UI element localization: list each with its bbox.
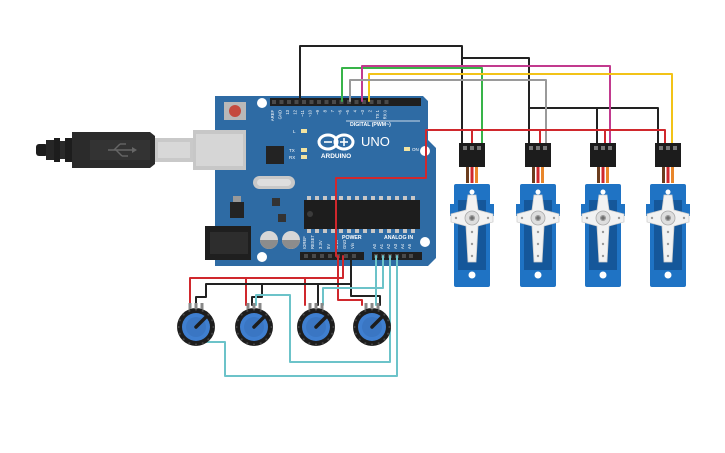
regulator [230, 202, 244, 218]
wire-signal-servo3 [361, 65, 611, 154]
digital-label: DIGITAL (PWM~) [350, 122, 391, 128]
pin-label: AREF [270, 110, 275, 122]
led-on [404, 147, 410, 151]
pin-label: TX 1 [375, 109, 380, 119]
pin-label: IOREF [302, 236, 307, 249]
pin-label: A3 [393, 243, 398, 249]
wires [189, 45, 673, 377]
wire-pot-5v [189, 255, 344, 306]
wire-gnd-servo4 [596, 107, 659, 154]
servo-4[interactable] [646, 143, 690, 287]
pin-label: A4 [400, 243, 405, 249]
pin-label: ~11 [300, 109, 305, 116]
mounting-hole [420, 237, 430, 247]
model-label: UNO [361, 134, 390, 149]
wire-pot-gnd [195, 255, 352, 306]
pot-3[interactable] [297, 303, 335, 346]
pin-label: 7 [330, 109, 335, 112]
pin-label: ~10 [308, 109, 313, 117]
pin-label: ~9 [315, 109, 320, 114]
wire-a2 [255, 255, 391, 363]
wire-a3 [199, 255, 398, 377]
pot-pointer [252, 315, 266, 329]
pot-pointer [370, 315, 384, 329]
brand-label: ARDUINO [321, 153, 351, 160]
servo-horn [516, 194, 560, 263]
mounting-hole [257, 252, 267, 262]
servo-2[interactable] [516, 143, 560, 287]
pin-label: Vin [350, 242, 355, 249]
pin-label: 3.3V [318, 240, 323, 249]
pin-label: A1 [379, 243, 384, 249]
servo-horn [450, 194, 494, 263]
pin-label: 4 [353, 109, 358, 112]
wire-gnd-servo2 [461, 57, 530, 154]
svg-text:L: L [293, 129, 296, 134]
svg-text:RX: RX [289, 155, 295, 160]
pin-label: A2 [386, 243, 391, 249]
pin-label: 2 [368, 109, 373, 112]
pin-label: 13 [285, 109, 290, 114]
wire-5v-bus [335, 129, 666, 257]
servo-1[interactable] [450, 143, 494, 287]
pin-label: ~6 [338, 109, 343, 114]
pot-2[interactable] [235, 303, 273, 346]
pin-label: RX 0 [383, 109, 388, 119]
led-l [301, 129, 307, 133]
svg-text:TX: TX [289, 148, 295, 153]
mounting-hole [257, 98, 267, 108]
pin-label: ~5 [345, 109, 350, 114]
pin-label: RESET [310, 235, 315, 249]
servo-horn [581, 194, 625, 263]
pin-label: GND [342, 240, 347, 249]
pin-label: 12 [293, 109, 298, 114]
servo-horn [646, 194, 690, 263]
pin-label: A5 [407, 243, 412, 249]
digital-header[interactable] [270, 98, 421, 106]
usb-chip [266, 146, 284, 164]
wire-signal-servo2 [349, 79, 547, 154]
potentiometer-group [177, 303, 391, 346]
power-label: POWER [342, 235, 362, 241]
wire-signal-servo4 [368, 73, 673, 154]
wire-signal-servo1 [341, 67, 483, 154]
pin-label: A0 [372, 243, 377, 249]
wire-gnd-bus [299, 45, 463, 154]
pot-pointer [314, 315, 328, 329]
servo-3[interactable] [581, 143, 625, 287]
arduino-logo-icon [317, 133, 355, 151]
pin-label: GND [278, 110, 283, 119]
atmega-chip [304, 200, 420, 229]
analog-label: ANALOG IN [384, 235, 413, 241]
pin-label: 8 [323, 109, 328, 112]
led-tx [301, 148, 307, 152]
pot-pointer [194, 315, 208, 329]
svg-text:ON: ON [412, 147, 419, 152]
pot-4[interactable] [353, 303, 391, 346]
pin-label: 5V [326, 244, 331, 249]
pin-label: ~3 [360, 109, 365, 114]
pot-1[interactable] [177, 303, 215, 346]
servo-group [450, 143, 690, 287]
led-rx [301, 155, 307, 159]
usb-cable [36, 132, 193, 168]
wire-a1 [322, 255, 384, 306]
